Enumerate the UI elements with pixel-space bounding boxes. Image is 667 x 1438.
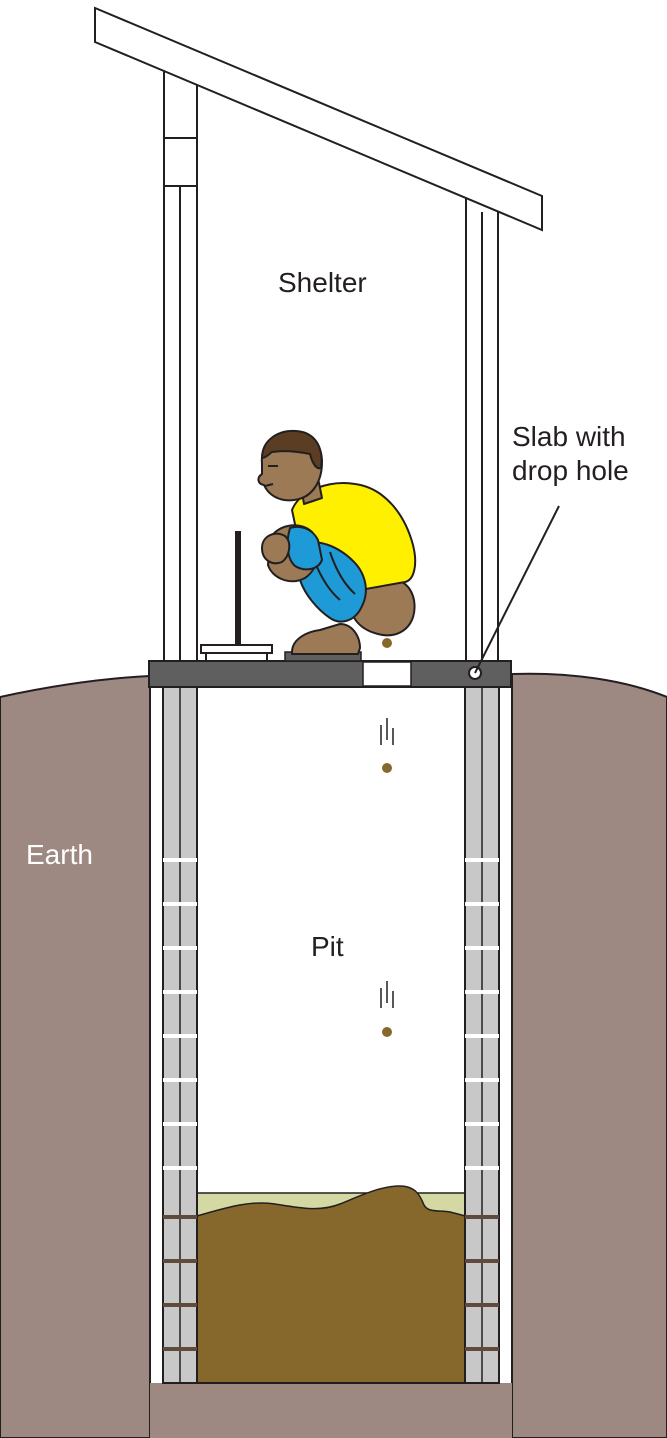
motion-lines [380,718,394,1008]
earth-below-pit [150,1383,512,1438]
drop-hole [362,661,412,687]
slab [148,660,512,688]
squatting-person [257,429,417,655]
right-pit-lining [464,685,500,1384]
label-slab-line2: drop hole [512,455,629,486]
shelter-roof [94,6,543,232]
earth-ground [0,672,667,1438]
label-slab-line1: Slab with [512,421,626,452]
slab-pointer-line [474,505,560,674]
label-earth: Earth [26,839,93,870]
left-pit-lining [162,685,198,1384]
falling-excreta [382,638,392,1037]
label-shelter: Shelter [278,267,367,298]
shelter-right-post [465,197,499,663]
label-pit: Pit [311,931,344,962]
shelter-left-post [163,69,198,663]
pit-sludge [196,1185,466,1384]
hole-cover-lid [200,531,273,662]
